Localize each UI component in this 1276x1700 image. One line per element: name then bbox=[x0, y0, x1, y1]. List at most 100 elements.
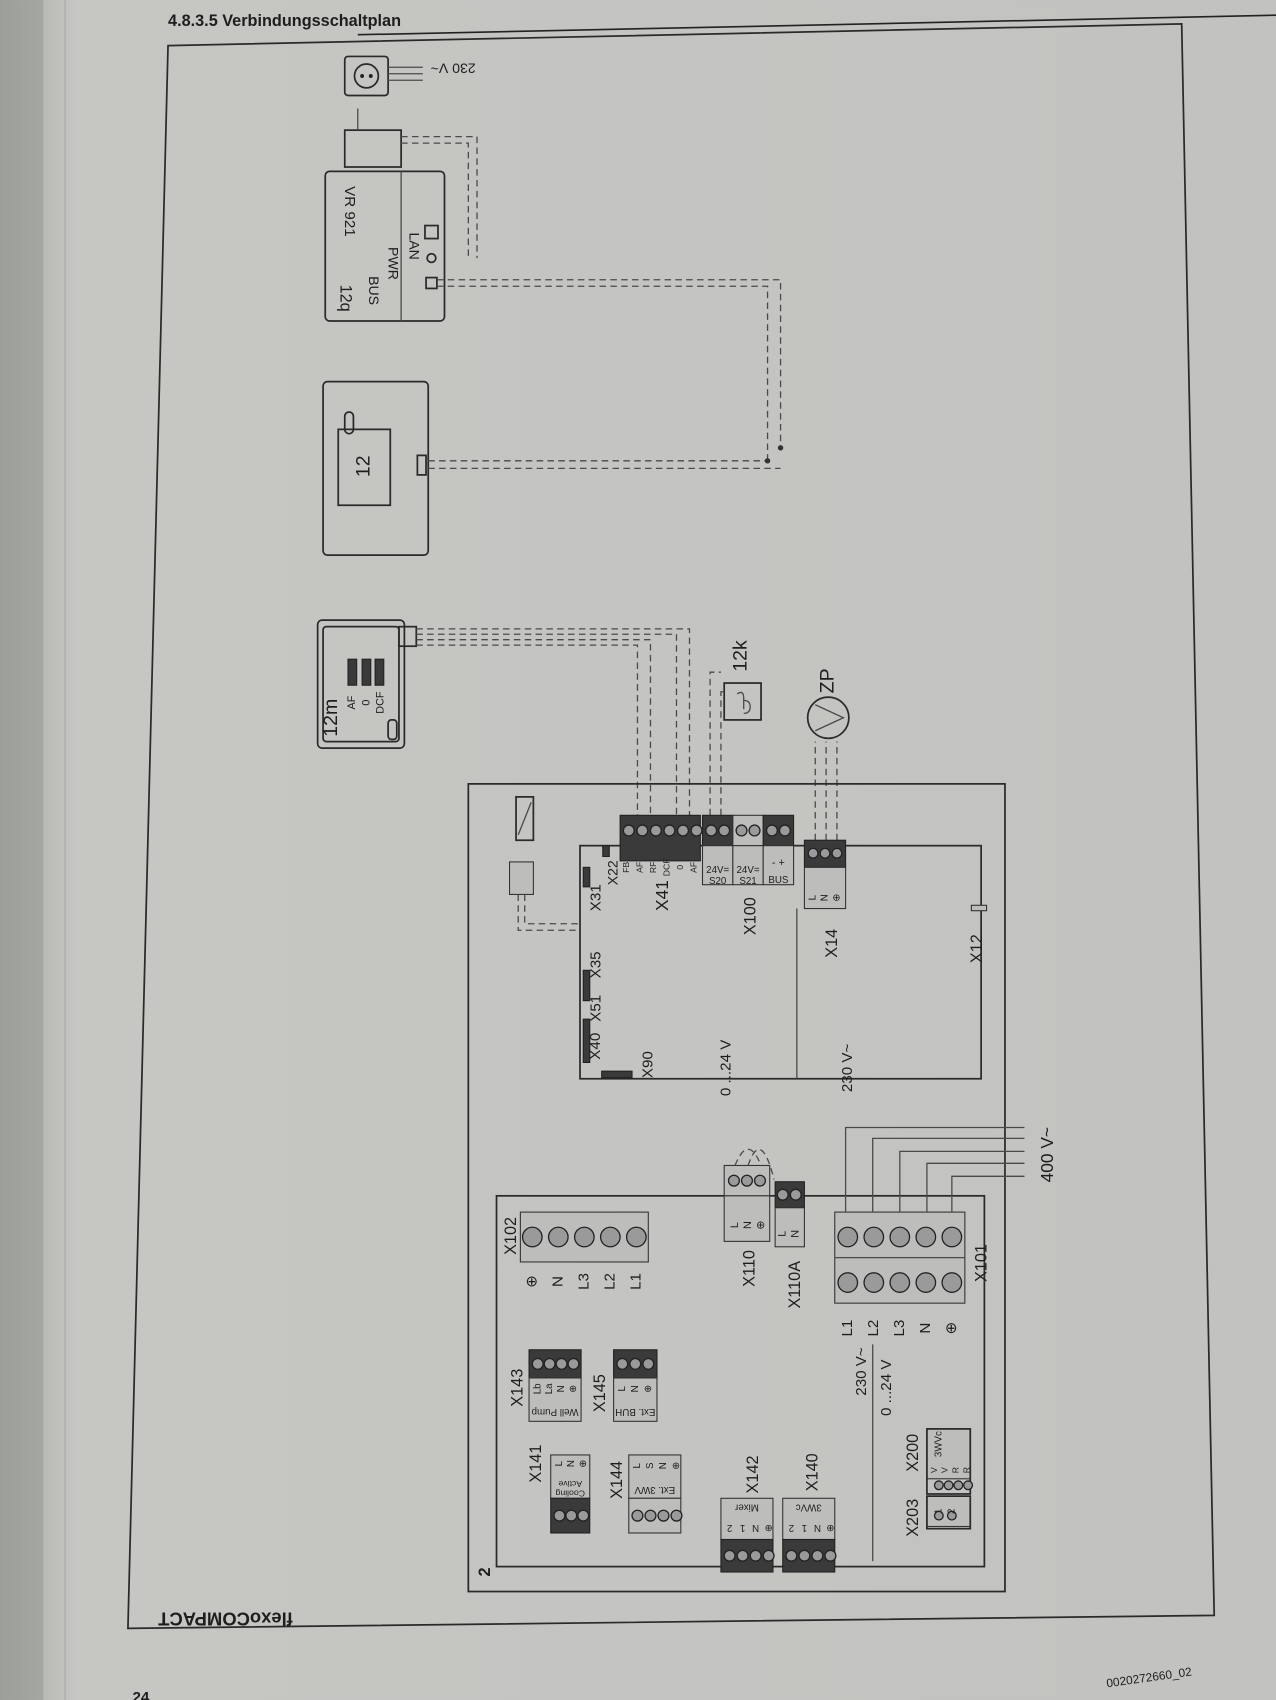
screw bbox=[941, 1226, 963, 1248]
screw bbox=[573, 1226, 595, 1248]
supply-wires bbox=[844, 1126, 1025, 1213]
label-x102: X102 bbox=[502, 1217, 520, 1255]
label-x12: X12 bbox=[968, 934, 986, 963]
x143-terminal-label: La bbox=[544, 1383, 555, 1394]
socket-voltage: 230 V~ bbox=[431, 61, 476, 77]
screw bbox=[863, 1226, 885, 1248]
screw bbox=[663, 824, 676, 837]
x101-terminal-label: L2 bbox=[865, 1320, 882, 1337]
screw bbox=[889, 1226, 911, 1248]
terminal-block-bus bbox=[762, 814, 795, 886]
screw bbox=[547, 1226, 569, 1248]
screw bbox=[577, 1509, 590, 1522]
label-x101: X101 bbox=[973, 1244, 991, 1282]
screw bbox=[933, 1510, 944, 1521]
connector-x31 bbox=[582, 866, 591, 888]
screw bbox=[736, 1549, 749, 1562]
screw bbox=[723, 1549, 736, 1562]
x110-terminal-label: N bbox=[742, 1221, 754, 1229]
screw bbox=[631, 1509, 644, 1522]
pump-ref: ZP bbox=[816, 668, 838, 693]
pump-zp bbox=[806, 696, 850, 841]
x144-name: Ext. 3WV bbox=[634, 1484, 675, 1495]
screw bbox=[837, 1272, 859, 1293]
x144-terminal-label: N bbox=[658, 1462, 669, 1469]
label-x90: X90 bbox=[639, 1051, 656, 1078]
screw bbox=[785, 1549, 798, 1562]
screw bbox=[778, 824, 791, 837]
x14-terminal-label: L bbox=[808, 894, 819, 900]
screw bbox=[629, 1357, 642, 1370]
controller-ref: 12 bbox=[352, 455, 374, 477]
control-voltage-low: 0 ...24 V bbox=[717, 1039, 734, 1096]
screw bbox=[748, 824, 761, 837]
screw bbox=[565, 1509, 578, 1522]
x110-terminal-label: L bbox=[729, 1222, 741, 1228]
controller-12 bbox=[322, 380, 784, 556]
screw bbox=[642, 1357, 655, 1370]
unit-outline bbox=[467, 783, 1006, 1593]
label-x141: X141 bbox=[527, 1445, 545, 1483]
screw bbox=[555, 1357, 568, 1370]
sensor-module-terminal-af: AF bbox=[346, 695, 358, 709]
screw bbox=[915, 1272, 937, 1293]
vr921-ref: 12q bbox=[336, 285, 354, 312]
label-x22: X22 bbox=[604, 860, 620, 885]
x144-terminal-label: S bbox=[645, 1462, 656, 1469]
x142-terminal-label: ⊕ bbox=[765, 1522, 773, 1533]
screw bbox=[762, 1549, 775, 1562]
x41-terminal-label: AF bbox=[634, 862, 644, 873]
x102-terminal-label: N bbox=[549, 1276, 566, 1287]
screw bbox=[943, 1480, 954, 1491]
screw bbox=[705, 824, 718, 837]
screw bbox=[531, 1357, 544, 1370]
screw bbox=[953, 1480, 964, 1491]
label-x41: X41 bbox=[652, 880, 672, 911]
screw bbox=[690, 824, 703, 837]
screw bbox=[933, 1480, 944, 1491]
frame-number: 2 bbox=[476, 1567, 494, 1576]
screw bbox=[789, 1188, 802, 1201]
screw bbox=[553, 1509, 566, 1522]
screw bbox=[776, 1188, 789, 1201]
screw bbox=[616, 1357, 629, 1370]
x41-terminal-label: FB bbox=[621, 862, 631, 873]
screw bbox=[941, 1272, 963, 1293]
connector-x51 bbox=[582, 969, 591, 1002]
screw bbox=[735, 824, 748, 837]
temperature-icon bbox=[736, 691, 751, 715]
power-voltage-high: 230 V~ bbox=[853, 1347, 870, 1396]
screw bbox=[819, 847, 831, 859]
x14-terminal-label: ⊕ bbox=[832, 894, 843, 902]
label-x14: X14 bbox=[823, 929, 841, 958]
x200-name: 3WVc bbox=[933, 1431, 944, 1457]
screw bbox=[622, 824, 635, 837]
vr921-gateway bbox=[324, 170, 782, 461]
screw bbox=[599, 1226, 621, 1248]
x101-terminal-label: L1 bbox=[839, 1320, 856, 1337]
vr921-port-bus: BUS bbox=[366, 276, 382, 305]
label-x143: X143 bbox=[509, 1369, 527, 1407]
x200-terminal-label: V bbox=[929, 1467, 939, 1473]
screw bbox=[765, 824, 778, 837]
section-title: 4.8.3.5 Verbindungsschaltplan bbox=[168, 12, 401, 30]
product-name: flexoCOMPACT bbox=[157, 1609, 292, 1630]
sensor-module-terminal-0: 0 bbox=[360, 700, 372, 706]
x141-terminal-label: ⊕ bbox=[578, 1460, 589, 1468]
x140-name: 3WVc bbox=[796, 1501, 822, 1512]
x140-terminal-label: N bbox=[814, 1522, 821, 1533]
connector-x22 bbox=[602, 845, 610, 858]
x141-terminal-label: N bbox=[566, 1460, 577, 1467]
terminal-block-x200 bbox=[926, 1428, 972, 1495]
x101-terminal-label: L3 bbox=[891, 1320, 908, 1337]
x142-terminal-label: 2 bbox=[727, 1522, 732, 1533]
power-adapter bbox=[343, 108, 478, 261]
terminal-block-x41 bbox=[619, 814, 701, 862]
screw bbox=[543, 1357, 556, 1370]
x110-terminal-label: ⊕ bbox=[755, 1221, 767, 1230]
sensor-12k-ref: 12k bbox=[730, 640, 752, 672]
screw bbox=[670, 1509, 683, 1522]
label-x35: X35 bbox=[587, 951, 604, 978]
x143-terminal-label: Lb bbox=[532, 1383, 543, 1394]
